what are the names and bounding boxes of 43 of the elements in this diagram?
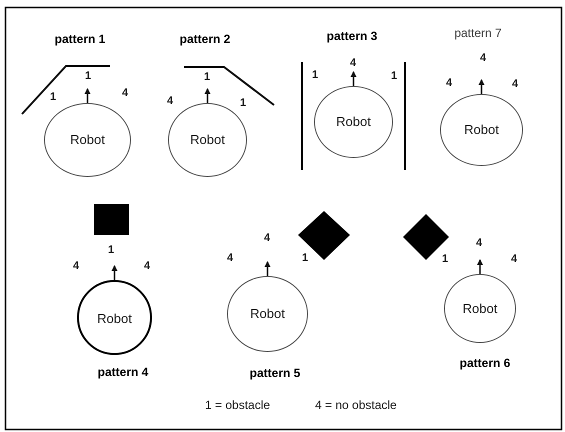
sensor-value: 4 <box>264 232 270 244</box>
pattern-caption: pattern 2 <box>180 32 230 46</box>
robot-circle <box>440 94 523 166</box>
sensor-value: 4 <box>446 77 452 89</box>
sensor-value: 4 <box>122 87 128 99</box>
sensor-value: 4 <box>476 237 482 249</box>
sensor-value: 4 <box>226 252 234 264</box>
pattern-caption: pattern 6 <box>460 356 510 370</box>
robot-label: Robot <box>249 306 286 321</box>
sensor-value: 4 <box>350 57 356 69</box>
sensor-value: 1 <box>84 70 92 82</box>
sensor-value: 1 <box>50 91 56 103</box>
legend-text: 1 = obstacle <box>205 398 270 412</box>
robot-circle <box>227 276 308 352</box>
robot-label: Robot <box>96 310 133 326</box>
robot-circle <box>77 280 152 355</box>
pattern-caption: pattern 3 <box>326 29 378 43</box>
sensor-value: 4 <box>510 253 518 265</box>
pattern-caption: pattern 5 <box>250 366 300 380</box>
legend-text: 4 = no obstacle <box>315 398 397 412</box>
pattern-caption: pattern 4 <box>98 365 148 379</box>
sensor-value: 1 <box>108 244 114 256</box>
sensor-value: 1 <box>390 70 398 82</box>
pattern-caption: pattern 7 <box>454 26 502 40</box>
robot-label: Robot <box>463 122 500 137</box>
sensor-value: 4 <box>144 260 150 272</box>
sensor-value: 1 <box>312 69 318 81</box>
sensor-value: 1 <box>204 71 210 83</box>
robot-circle <box>44 103 131 177</box>
robot-label: Robot <box>69 132 106 147</box>
robot-label: Robot <box>335 114 372 129</box>
sensor-value: 1 <box>302 252 308 264</box>
sensor-value: 1 <box>442 253 448 265</box>
robot-label: Robot <box>189 132 226 147</box>
pattern-caption: pattern 1 <box>54 32 106 46</box>
robot-circle <box>314 86 393 158</box>
sensor-value: 4 <box>72 260 80 272</box>
sensor-value: 1 <box>240 97 246 109</box>
robot-circle <box>444 274 516 343</box>
robot-label: Robot <box>462 300 498 316</box>
sensor-value: 4 <box>512 78 518 90</box>
sensor-value: 4 <box>480 52 486 64</box>
sensor-value: 4 <box>166 95 174 107</box>
